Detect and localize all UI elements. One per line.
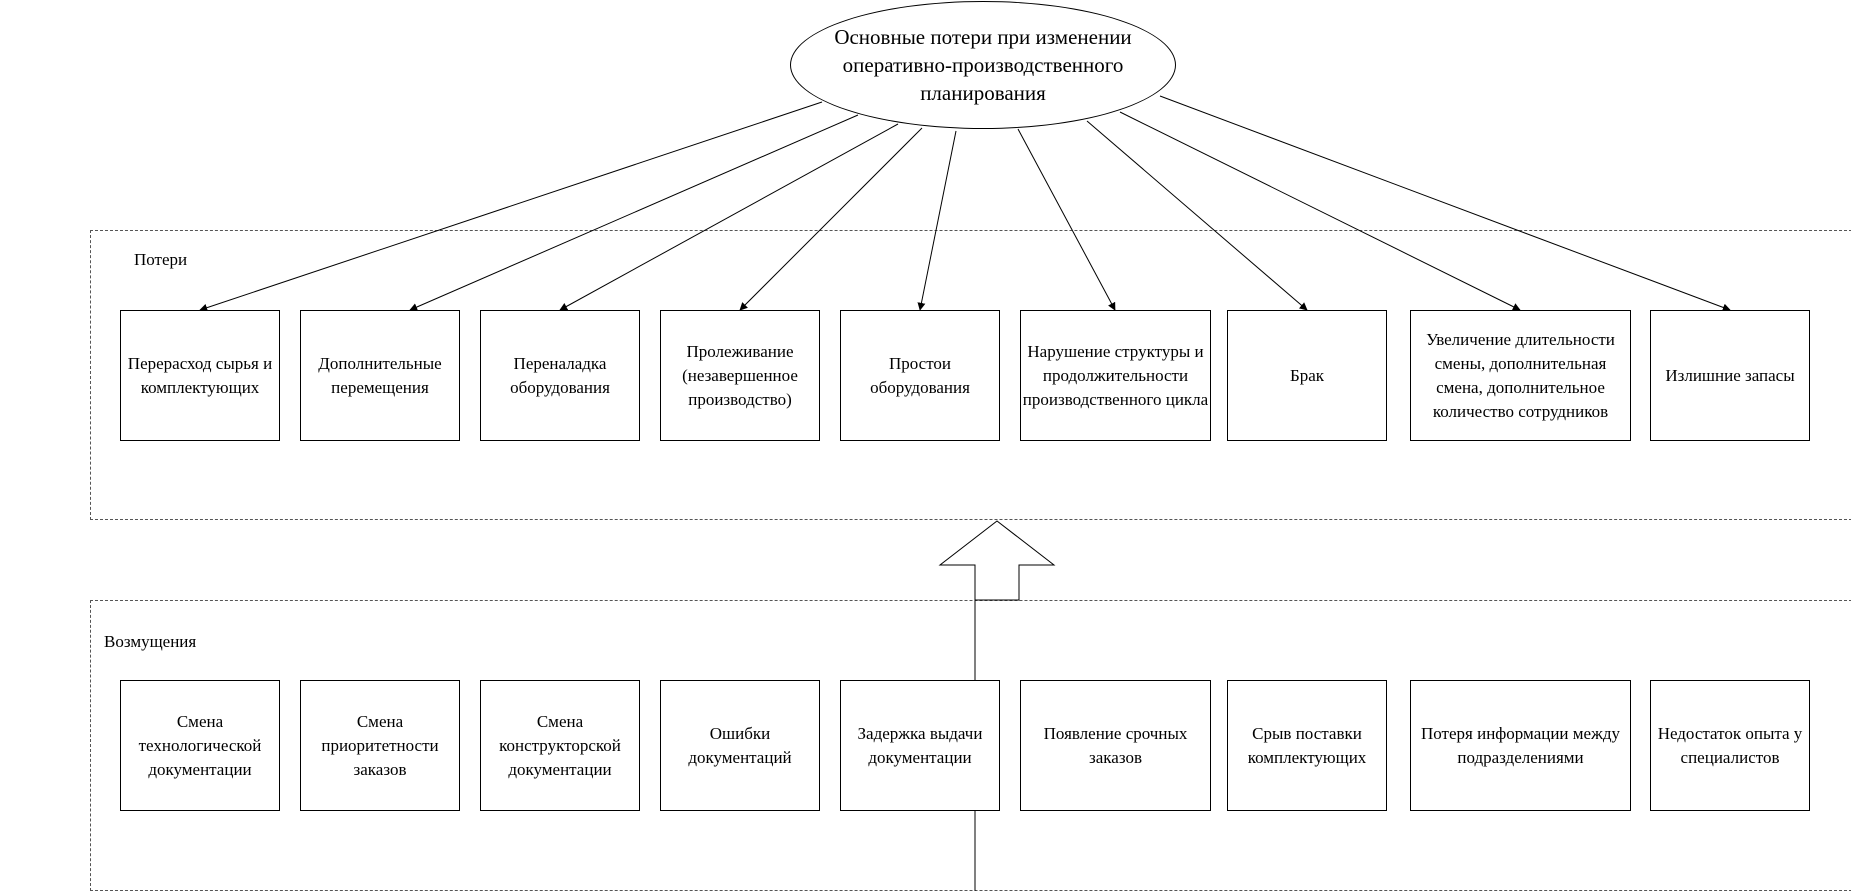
arrow-lines: [199, 95, 1731, 312]
disturbance-box: Смена технологической документации: [120, 680, 280, 811]
disturbance-box: Потеря информации между подразделениями: [1410, 680, 1631, 811]
disturbance-box: Недостаток опыта у специалистов: [1650, 680, 1810, 811]
losses-group: [90, 230, 1851, 520]
loss-box: Пролеживание (незавершенное производство…: [660, 310, 820, 441]
connector-arrow: [917, 130, 957, 311]
connector-arrow: [1017, 128, 1116, 311]
loss-box: Переналадка оборудования: [480, 310, 640, 441]
disturbance-box: Смена приоритетности заказов: [300, 680, 460, 811]
loss-box: Брак: [1227, 310, 1387, 441]
losses-group-label: Потери: [134, 250, 188, 269]
loss-box: Увеличение длительности смены, дополните…: [1410, 310, 1631, 441]
loss-box: Дополнительные перемещения: [300, 310, 460, 441]
connector-arrow: [409, 114, 859, 311]
connector-arrow: [1159, 95, 1731, 312]
disturbance-box: Ошибки документаций: [660, 680, 820, 811]
loss-box: Нарушение структуры и продолжительности …: [1020, 310, 1211, 441]
disturbances-group-label: Возмущения: [104, 632, 197, 651]
connector-arrow: [739, 127, 923, 311]
connector-arrow: [559, 123, 899, 311]
main-topic-ellipse: Основные потери при изменении оперативно…: [790, 1, 1176, 129]
disturbance-box: Смена конструкторской документации: [480, 680, 640, 811]
disturbance-box: Появление срочных заказов: [1020, 680, 1211, 811]
loss-box: Перерасход сырья и комплектующих: [120, 310, 280, 441]
loss-box: Излишние запасы: [1650, 310, 1810, 441]
connector-arrow: [1119, 111, 1521, 311]
disturbance-box: Задержка выдачи документации: [840, 680, 1000, 811]
block-arrow-up: [938, 520, 1056, 891]
connector-arrow: [199, 101, 823, 312]
connector-arrow: [1086, 120, 1308, 311]
loss-box: Простои оборудования: [840, 310, 1000, 441]
disturbance-box: Срыв поставки комплектующих: [1227, 680, 1387, 811]
